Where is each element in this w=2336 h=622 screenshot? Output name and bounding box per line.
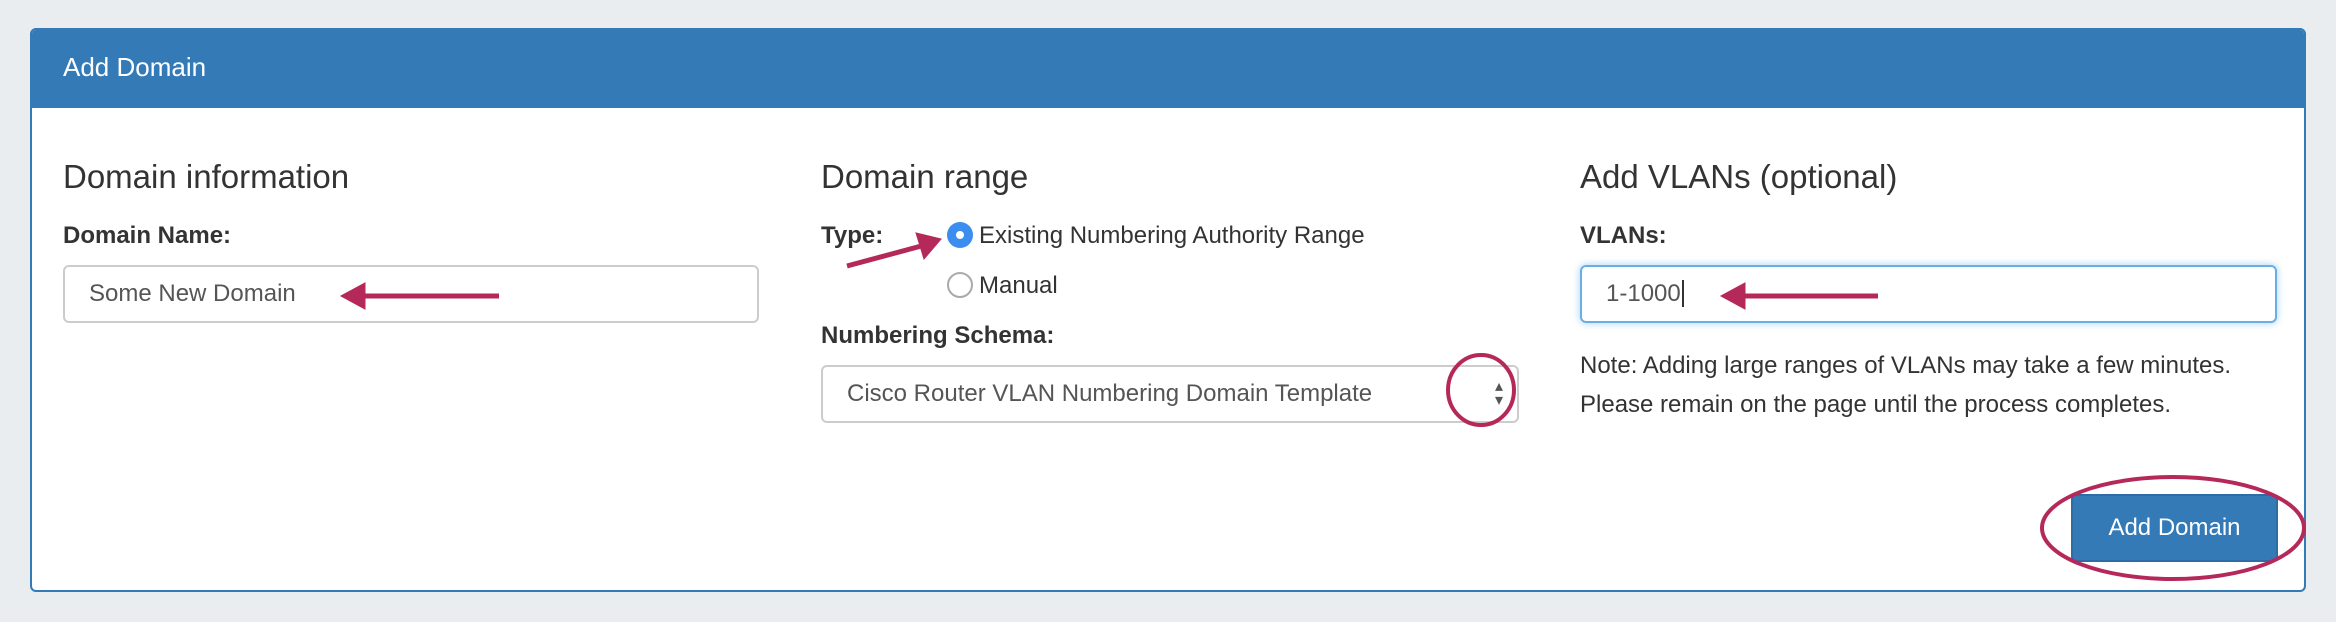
radio-existing-range[interactable] bbox=[947, 222, 973, 248]
select-updown-icon: ▴▾ bbox=[1494, 378, 1503, 409]
domain-name-label: Domain Name: bbox=[63, 222, 232, 249]
text-cursor: ​ bbox=[1681, 280, 1684, 307]
type-label: Type: bbox=[821, 222, 884, 249]
radio-existing-range-label[interactable]: Existing Numbering Authority Range bbox=[979, 222, 1365, 249]
vlans-input-value: 1-1000 bbox=[1606, 280, 1681, 307]
domain-name-input[interactable]: Some New Domain bbox=[63, 265, 759, 323]
vlans-label: VLANs: bbox=[1580, 222, 1667, 249]
numbering-schema-select[interactable]: Cisco Router VLAN Numbering Domain Templ… bbox=[821, 365, 1519, 423]
numbering-schema-value: Cisco Router VLAN Numbering Domain Templ… bbox=[847, 380, 1373, 407]
radio-manual[interactable] bbox=[947, 272, 973, 298]
domain-information-heading: Domain information bbox=[63, 158, 350, 195]
add-vlans-heading: Add VLANs (optional) bbox=[1580, 158, 1898, 195]
panel-title: Add Domain bbox=[63, 52, 207, 82]
domain-range-heading: Domain range bbox=[821, 158, 1029, 195]
add-domain-button[interactable]: Add Domain bbox=[2071, 494, 2278, 562]
vlans-note: Note: Adding large ranges of VLANs may t… bbox=[1580, 352, 2232, 418]
vlans-input[interactable]: 1-1000​ bbox=[1580, 265, 2277, 323]
panel-header: Add Domain bbox=[32, 30, 2304, 108]
radio-manual-label[interactable]: Manual bbox=[979, 272, 1058, 299]
numbering-schema-label: Numbering Schema: bbox=[821, 322, 1055, 349]
